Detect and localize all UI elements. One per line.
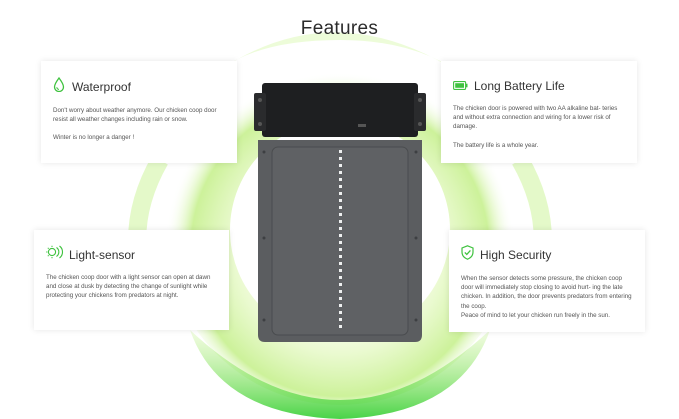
feature-note: Winter is no longer a danger ! (53, 134, 135, 142)
feature-card-light-sensor: Light-sensor The chicken coop door with … (34, 230, 229, 330)
battery-icon (453, 77, 468, 95)
feature-note: The battery life is a whole year. (453, 141, 539, 149)
feature-title: Light-sensor (69, 247, 136, 262)
feature-description: Don't worry about weather anymore. Our c… (53, 107, 217, 124)
water-drop-icon (53, 76, 65, 97)
chicken-coop-door-image (254, 83, 426, 342)
page-title: Features (300, 18, 379, 39)
feature-title: High Security (480, 248, 552, 262)
feature-card-waterproof: Waterproof Don't worry about weather any… (41, 61, 237, 163)
feature-note: Peace of mind to let your chicken run fr… (461, 311, 610, 319)
feature-card-battery: Long Battery Life The chicken door is po… (441, 61, 637, 163)
sun-sensor-icon (46, 245, 64, 264)
feature-title: Long Battery Life (474, 79, 565, 93)
feature-description: When the sensor detects some pressure, t… (461, 275, 632, 310)
shield-check-icon (461, 245, 474, 265)
feature-description: The chicken door is powered with two AA … (453, 105, 618, 131)
feature-card-security: High Security When the sensor detects so… (449, 230, 645, 332)
feature-description: The chicken coop door with a light senso… (46, 274, 211, 300)
feature-title: Waterproof (72, 80, 131, 94)
